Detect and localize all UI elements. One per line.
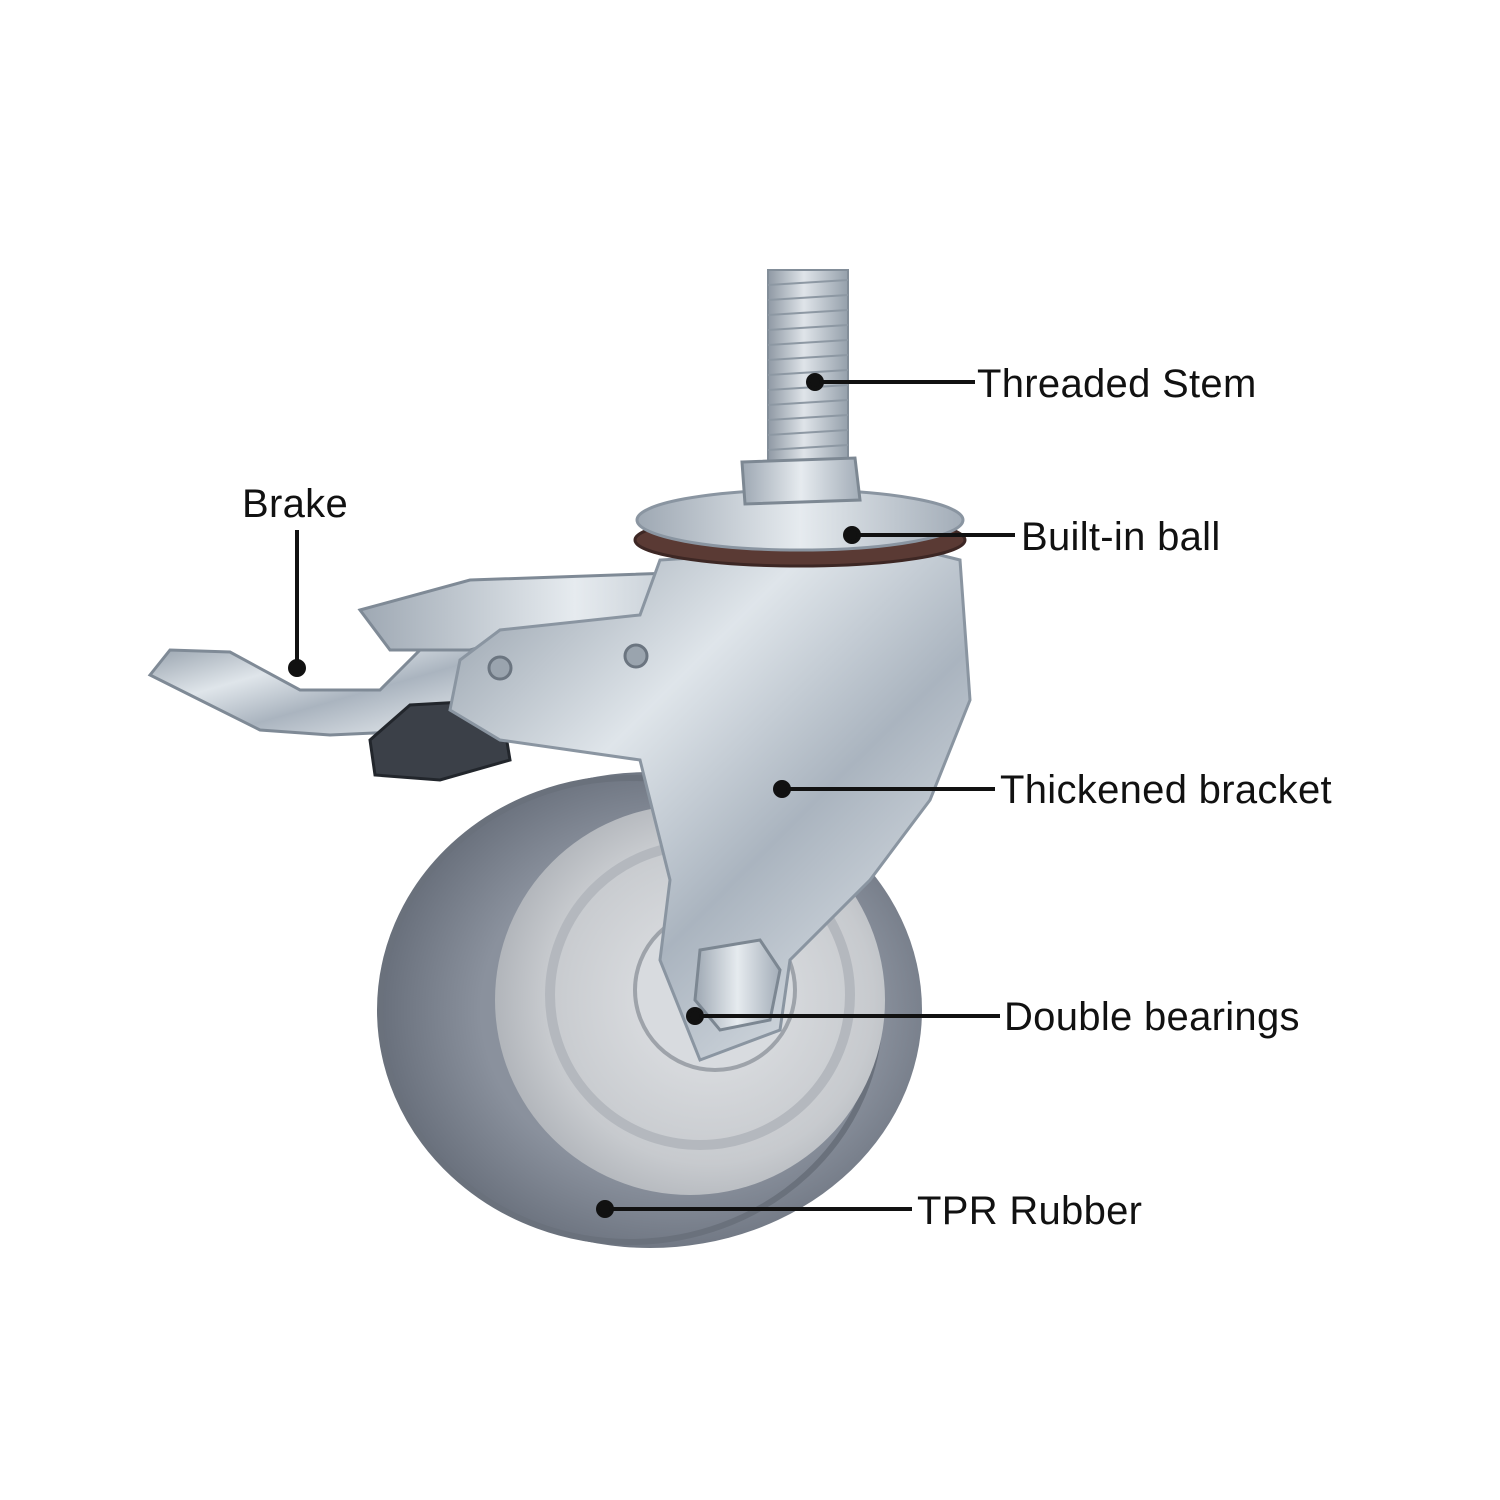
label-thickened-bracket: Thickened bracket — [1000, 768, 1332, 812]
axle-bolt-head — [693, 938, 782, 1032]
hex-nut — [740, 456, 862, 506]
leader-dot-brake — [288, 659, 306, 677]
thickened-bracket — [448, 543, 972, 1062]
label-built-in-ball: Built-in ball — [1021, 515, 1221, 559]
rivet-left — [487, 655, 513, 681]
rivet-right — [623, 643, 649, 669]
label-threaded-stem: Threaded Stem — [977, 362, 1257, 406]
label-double-bearings: Double bearings — [1004, 995, 1300, 1039]
leader-dot-threaded-stem — [806, 373, 824, 391]
leader-dot-built-in-ball — [843, 526, 861, 544]
label-tpr-rubber: TPR Rubber — [917, 1189, 1143, 1233]
leader-dot-thickened-bracket — [773, 780, 791, 798]
bracket — [448, 543, 972, 1062]
stem-threads — [767, 279, 849, 451]
leader-dot-tpr-rubber — [596, 1200, 614, 1218]
leader-lines — [288, 373, 1015, 1218]
label-brake: Brake — [242, 482, 348, 526]
stem — [740, 269, 862, 506]
leader-dot-double-bearings — [686, 1007, 704, 1025]
